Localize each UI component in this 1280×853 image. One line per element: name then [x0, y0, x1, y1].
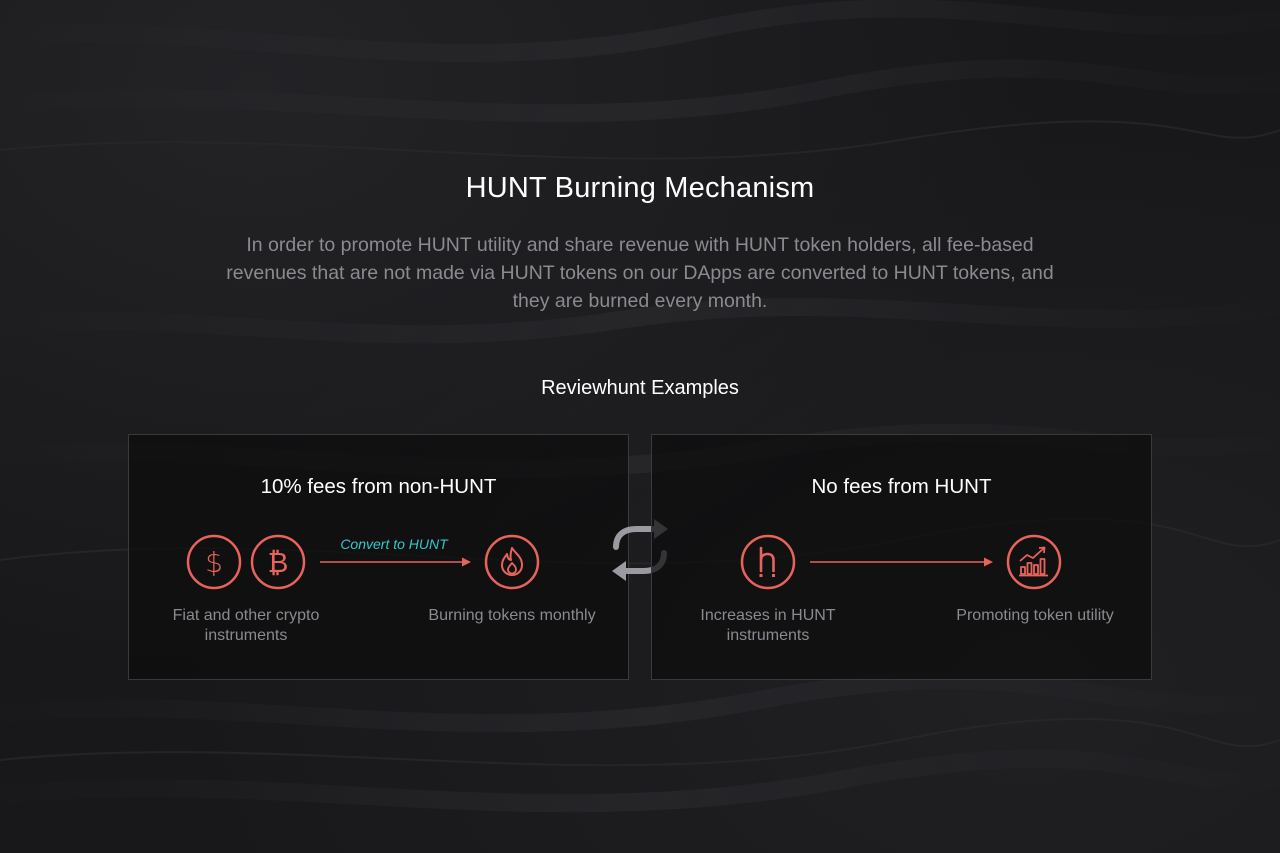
source-caption: Fiat and other crypto instruments: [172, 607, 320, 644]
mechanism-description: In order to promote HUNT utility and sha…: [226, 234, 1054, 312]
card-title: No fees from HUNT: [811, 475, 992, 498]
growth-chart-icon: [1006, 534, 1062, 590]
non-hunt-fees-card: 10% fees from non-HUNT $ ₿ Convert to HU…: [128, 434, 629, 680]
svg-text:₿: ₿: [268, 546, 289, 579]
svg-text:$: $: [205, 546, 223, 579]
source-caption: Increases in HUNT instruments: [700, 607, 836, 644]
flow-arrow: [810, 557, 994, 567]
examples-heading: Reviewhunt Examples: [541, 377, 739, 399]
bitcoin-icon: ₿: [250, 534, 306, 590]
convert-label: Convert to HUNT: [340, 536, 448, 552]
dollar-icon: $: [186, 534, 242, 590]
hunt-fees-card: No fees from HUNT: [651, 434, 1152, 680]
card-title: 10% fees from non-HUNT: [260, 475, 497, 498]
target-caption: Promoting token utility: [956, 607, 1114, 624]
hunt-logo-icon: [740, 534, 796, 590]
fire-icon: [484, 534, 540, 590]
page-title: HUNT Burning Mechanism: [465, 172, 815, 204]
convert-arrow: [320, 557, 472, 567]
target-caption: Burning tokens monthly: [428, 607, 596, 624]
